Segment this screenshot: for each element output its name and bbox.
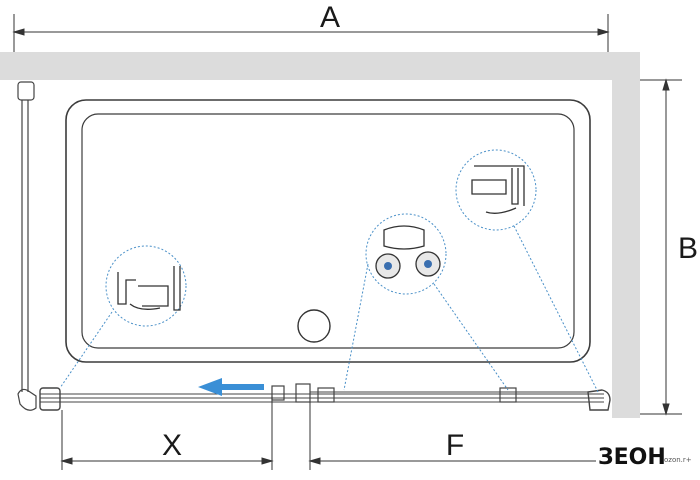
dimension-f	[308, 402, 596, 470]
drain-icon	[297, 309, 331, 343]
dimension-a-label: A	[320, 1, 340, 34]
dimension-x-label: X	[162, 429, 182, 462]
logo-main-text: ЗЕОН	[598, 445, 666, 470]
arrow-left-icon	[198, 378, 264, 396]
left-wall-profile	[17, 81, 37, 411]
profile-detail-icon	[59, 245, 187, 389]
dimension-a	[12, 14, 610, 52]
dimension-x	[60, 396, 274, 470]
dimension-b-label: B	[678, 232, 698, 265]
profile-detail-icon	[455, 149, 599, 393]
dimension-b	[640, 78, 682, 416]
logo-small-text: ozon.r+	[664, 456, 692, 464]
wall-right	[612, 80, 640, 418]
roller-detail-icon	[343, 213, 509, 391]
wall-top	[0, 52, 640, 80]
dimension-f-label: F	[446, 429, 464, 462]
shower-tray	[65, 99, 591, 363]
brand-logo: ЗЕОН ozon.r+	[598, 445, 692, 470]
door-rail	[39, 383, 611, 411]
